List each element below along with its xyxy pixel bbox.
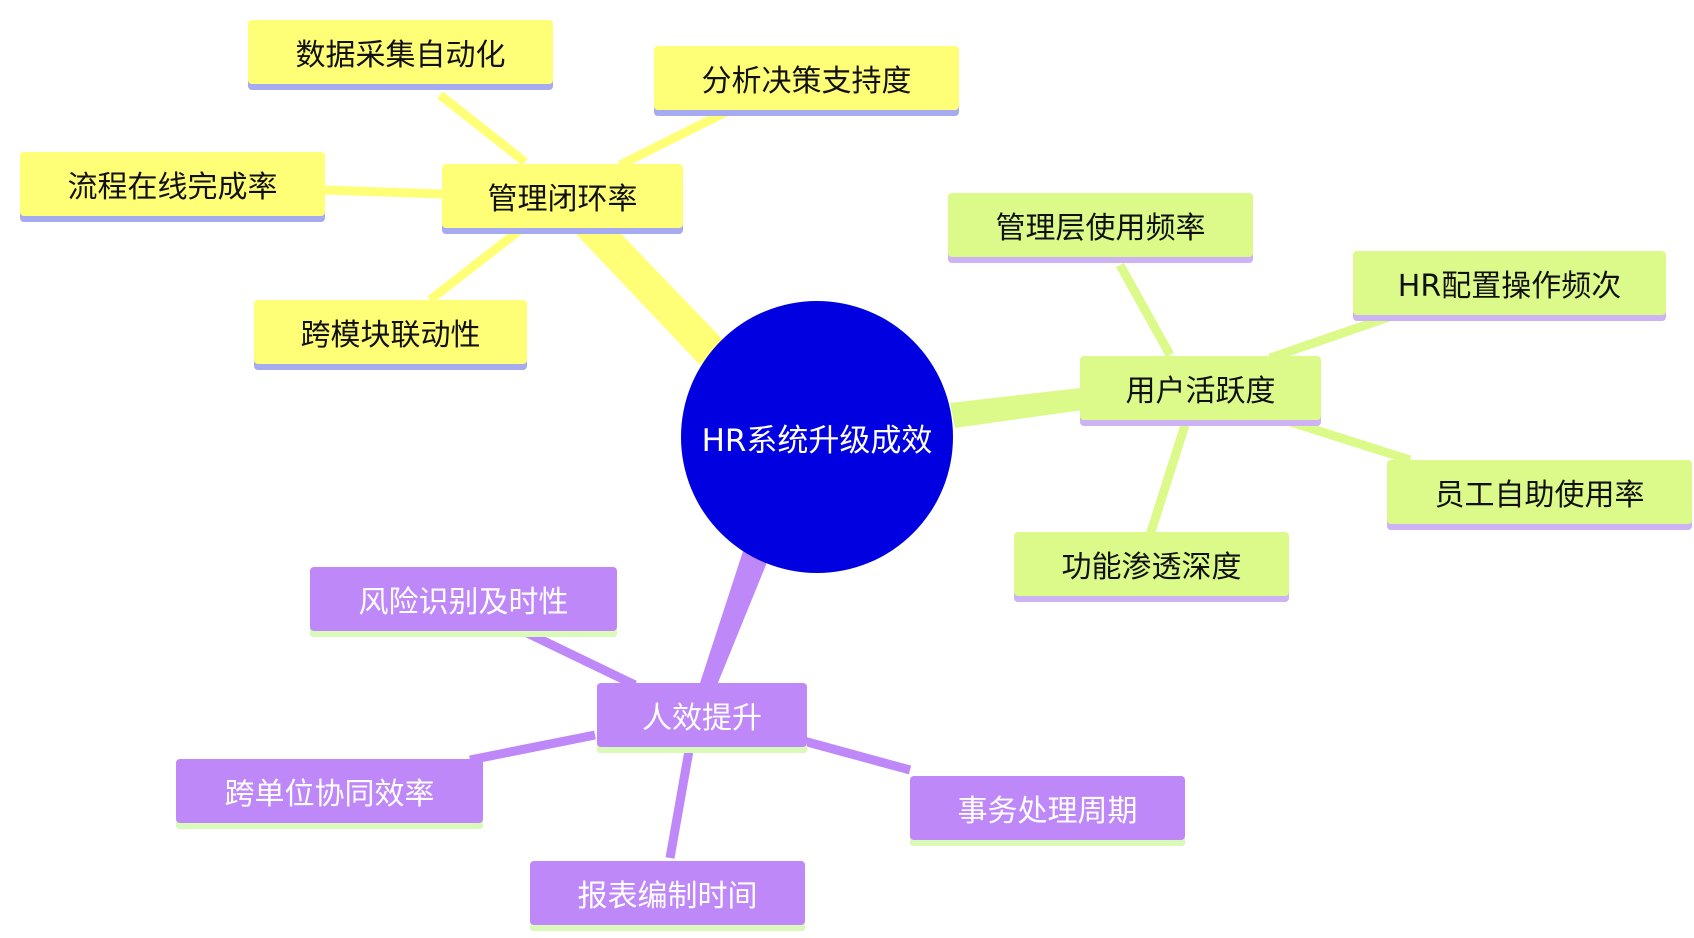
- branch-node-management[interactable]: 管理闭环率: [442, 164, 683, 234]
- leaf-node-self-service[interactable]: 员工自助使用率: [1387, 460, 1692, 530]
- leaf-node-management-frequency[interactable]: 管理层使用频率: [948, 193, 1253, 263]
- leaf-node-hr-config[interactable]: HR配置操作频次: [1353, 251, 1666, 321]
- edge-management-data-collection: [437, 91, 528, 166]
- edge-user-hr-config: [1268, 310, 1397, 363]
- edge-efficiency-collaboration: [469, 730, 596, 765]
- edge-efficiency-report: [665, 744, 695, 859]
- branch-node-efficiency[interactable]: 人效提升: [597, 683, 807, 753]
- leaf-node-risk-timeliness[interactable]: 风险识别及时性: [310, 567, 617, 637]
- leaf-node-cross-module[interactable]: 跨模块联动性: [254, 300, 527, 370]
- edge-management-cross-module: [427, 226, 523, 304]
- leaf-node-report-time[interactable]: 报表编制时间: [530, 861, 805, 931]
- leaf-node-data-collection[interactable]: 数据采集自动化: [248, 20, 553, 90]
- edge-user-management-frequency: [1116, 262, 1174, 358]
- edge-root-management: [575, 212, 726, 365]
- edge-management-decision-support: [617, 105, 733, 170]
- edge-root-efficiency: [700, 545, 770, 690]
- edge-efficiency-transaction: [798, 735, 912, 775]
- leaf-node-transaction-cycle[interactable]: 事务处理周期: [910, 776, 1185, 846]
- branch-node-user-activity[interactable]: 用户活跃度: [1080, 356, 1321, 426]
- edge-user-function-depth: [1145, 423, 1190, 537]
- leaf-node-decision-support[interactable]: 分析决策支持度: [654, 46, 959, 116]
- leaf-node-function-depth[interactable]: 功能渗透深度: [1014, 532, 1289, 602]
- edge-management-process-online: [324, 185, 443, 199]
- edge-efficiency-risk: [523, 627, 637, 690]
- leaf-node-process-online[interactable]: 流程在线完成率: [20, 152, 325, 222]
- root-node[interactable]: HR系统升级成效: [681, 301, 953, 573]
- edge-root-user: [950, 388, 1083, 428]
- leaf-node-collaboration-efficiency[interactable]: 跨单位协同效率: [176, 759, 483, 829]
